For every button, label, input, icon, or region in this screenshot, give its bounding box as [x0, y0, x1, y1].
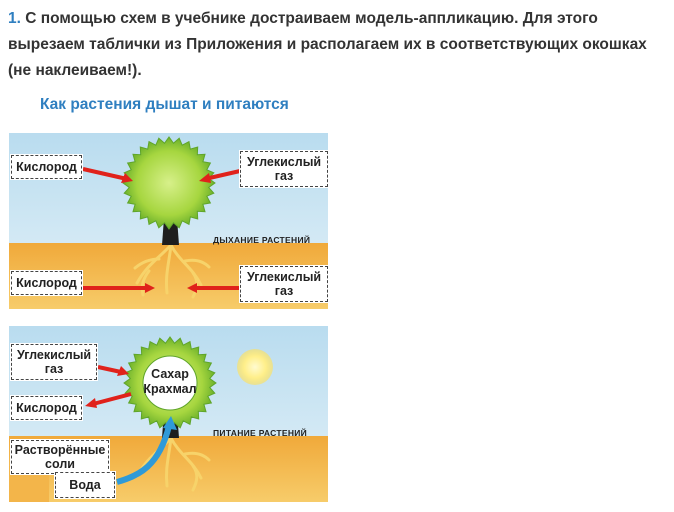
arrows	[82, 167, 241, 293]
label-oxygen: Кислород	[10, 395, 83, 421]
label-water: Вода	[54, 471, 116, 499]
task-text: 1. С помощью схем в учебнике достраиваем…	[8, 6, 668, 84]
nutrition-diagram: Углекислый газ Кислород Сахар Крахмал ПИ…	[9, 326, 328, 502]
label-co2: Углекислый газ	[10, 343, 98, 381]
label-co2-bottom: Углекислый газ	[239, 265, 329, 303]
tree-crown	[122, 136, 216, 230]
respiration-caption: ДЫХАНИЕ РАСТЕНИЙ	[213, 235, 311, 245]
crown-window	[142, 355, 198, 411]
label-oxygen-bottom: Кислород	[10, 270, 83, 296]
nutrition-caption: ПИТАНИЕ РАСТЕНИЙ	[213, 428, 308, 438]
section-subtitle: Как растения дышат и питаются	[40, 96, 289, 113]
label-co2-top: Углекислый газ	[239, 150, 329, 188]
label-oxygen-top: Кислород	[10, 154, 83, 180]
arrows	[85, 365, 177, 485]
label-dissolved-salts: Растворённые соли	[10, 439, 110, 475]
task-number: 1.	[8, 10, 21, 27]
respiration-diagram: Кислород Углекислый газ ДЫХАНИЕ РАСТЕНИЙ…	[9, 133, 329, 309]
task-body: С помощью схем в учебнике достраиваем мо…	[8, 10, 647, 79]
crown-products: Сахар Крахмал	[143, 367, 197, 396]
sun-icon	[237, 349, 273, 385]
